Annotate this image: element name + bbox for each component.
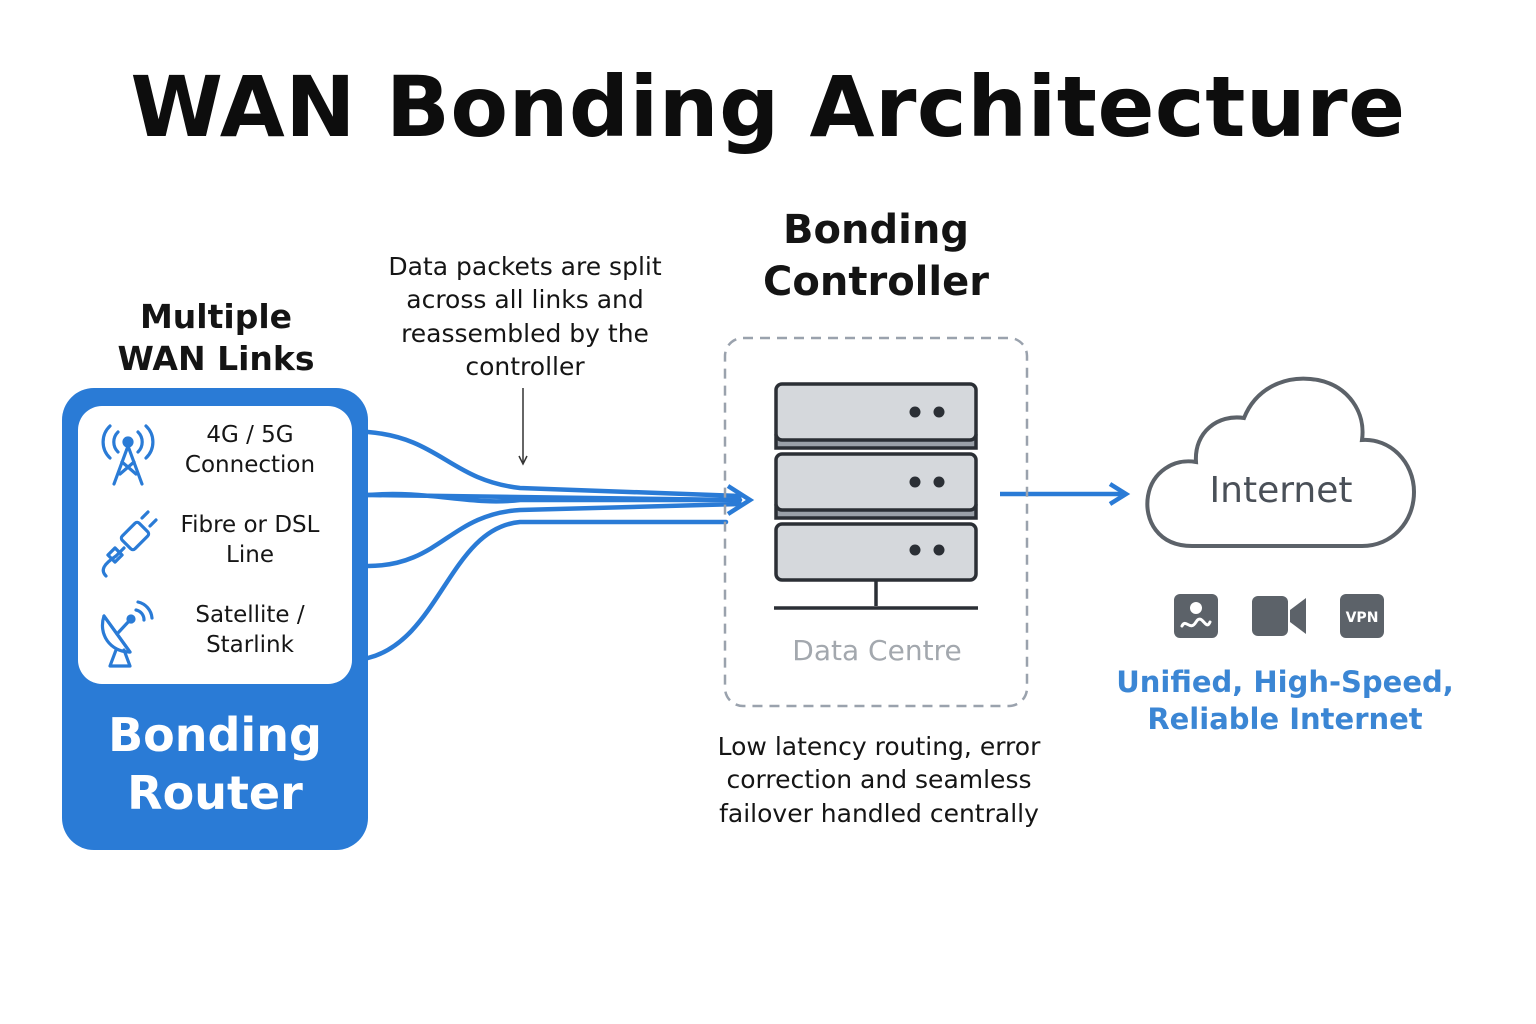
- wan-link-label: Satellite / Starlink: [195, 602, 305, 658]
- wan-links-panel: 4G / 5G Connection Fibre or DSL Line: [78, 406, 352, 684]
- cable-plug-icon: [96, 510, 160, 580]
- link-line-5: [365, 491, 733, 504]
- merge-arrowhead: [726, 484, 755, 516]
- satellite-dish-icon: [96, 600, 160, 670]
- wan-link-fibre: Fibre or DSL Line: [78, 506, 352, 586]
- controller-note: Low latency routing, error correction an…: [717, 732, 1041, 828]
- data-centre-boundary: [723, 336, 1029, 708]
- internet-tagline: Unified, High-Speed, Reliable Internet: [1116, 665, 1454, 736]
- cloud-icon: [1145, 376, 1417, 548]
- link-line-4: [365, 519, 729, 661]
- router-label: Bonding Router: [108, 708, 322, 820]
- link-line-3: [365, 501, 743, 569]
- server-rack-icon: [774, 382, 978, 610]
- internet-label: Internet: [1209, 470, 1353, 511]
- video-camera-icon: [1250, 592, 1308, 640]
- cell-tower-icon: [96, 420, 160, 490]
- link-line-1: [365, 429, 743, 499]
- page-title: WAN Bonding Architecture: [130, 58, 1406, 156]
- controller-heading: Bonding Controller: [763, 207, 989, 305]
- split-note: Data packets are split across all links …: [388, 252, 662, 381]
- wan-link-label: Fibre or DSL Line: [180, 512, 320, 568]
- wan-link-4g5g: 4G / 5G Connection: [78, 416, 352, 496]
- vpn-icon-label: VPN: [1346, 610, 1379, 626]
- data-centre-label: Data Centre: [792, 634, 962, 667]
- vpn-icon: VPN: [1338, 592, 1386, 640]
- wan-link-label: 4G / 5G Connection: [184, 422, 316, 478]
- wan-link-satellite: Satellite / Starlink: [78, 596, 352, 676]
- video-call-icon: [1172, 592, 1220, 640]
- wan-links-heading: Multiple WAN Links: [117, 297, 315, 378]
- bonding-router: 4G / 5G Connection Fibre or DSL Line: [62, 388, 368, 850]
